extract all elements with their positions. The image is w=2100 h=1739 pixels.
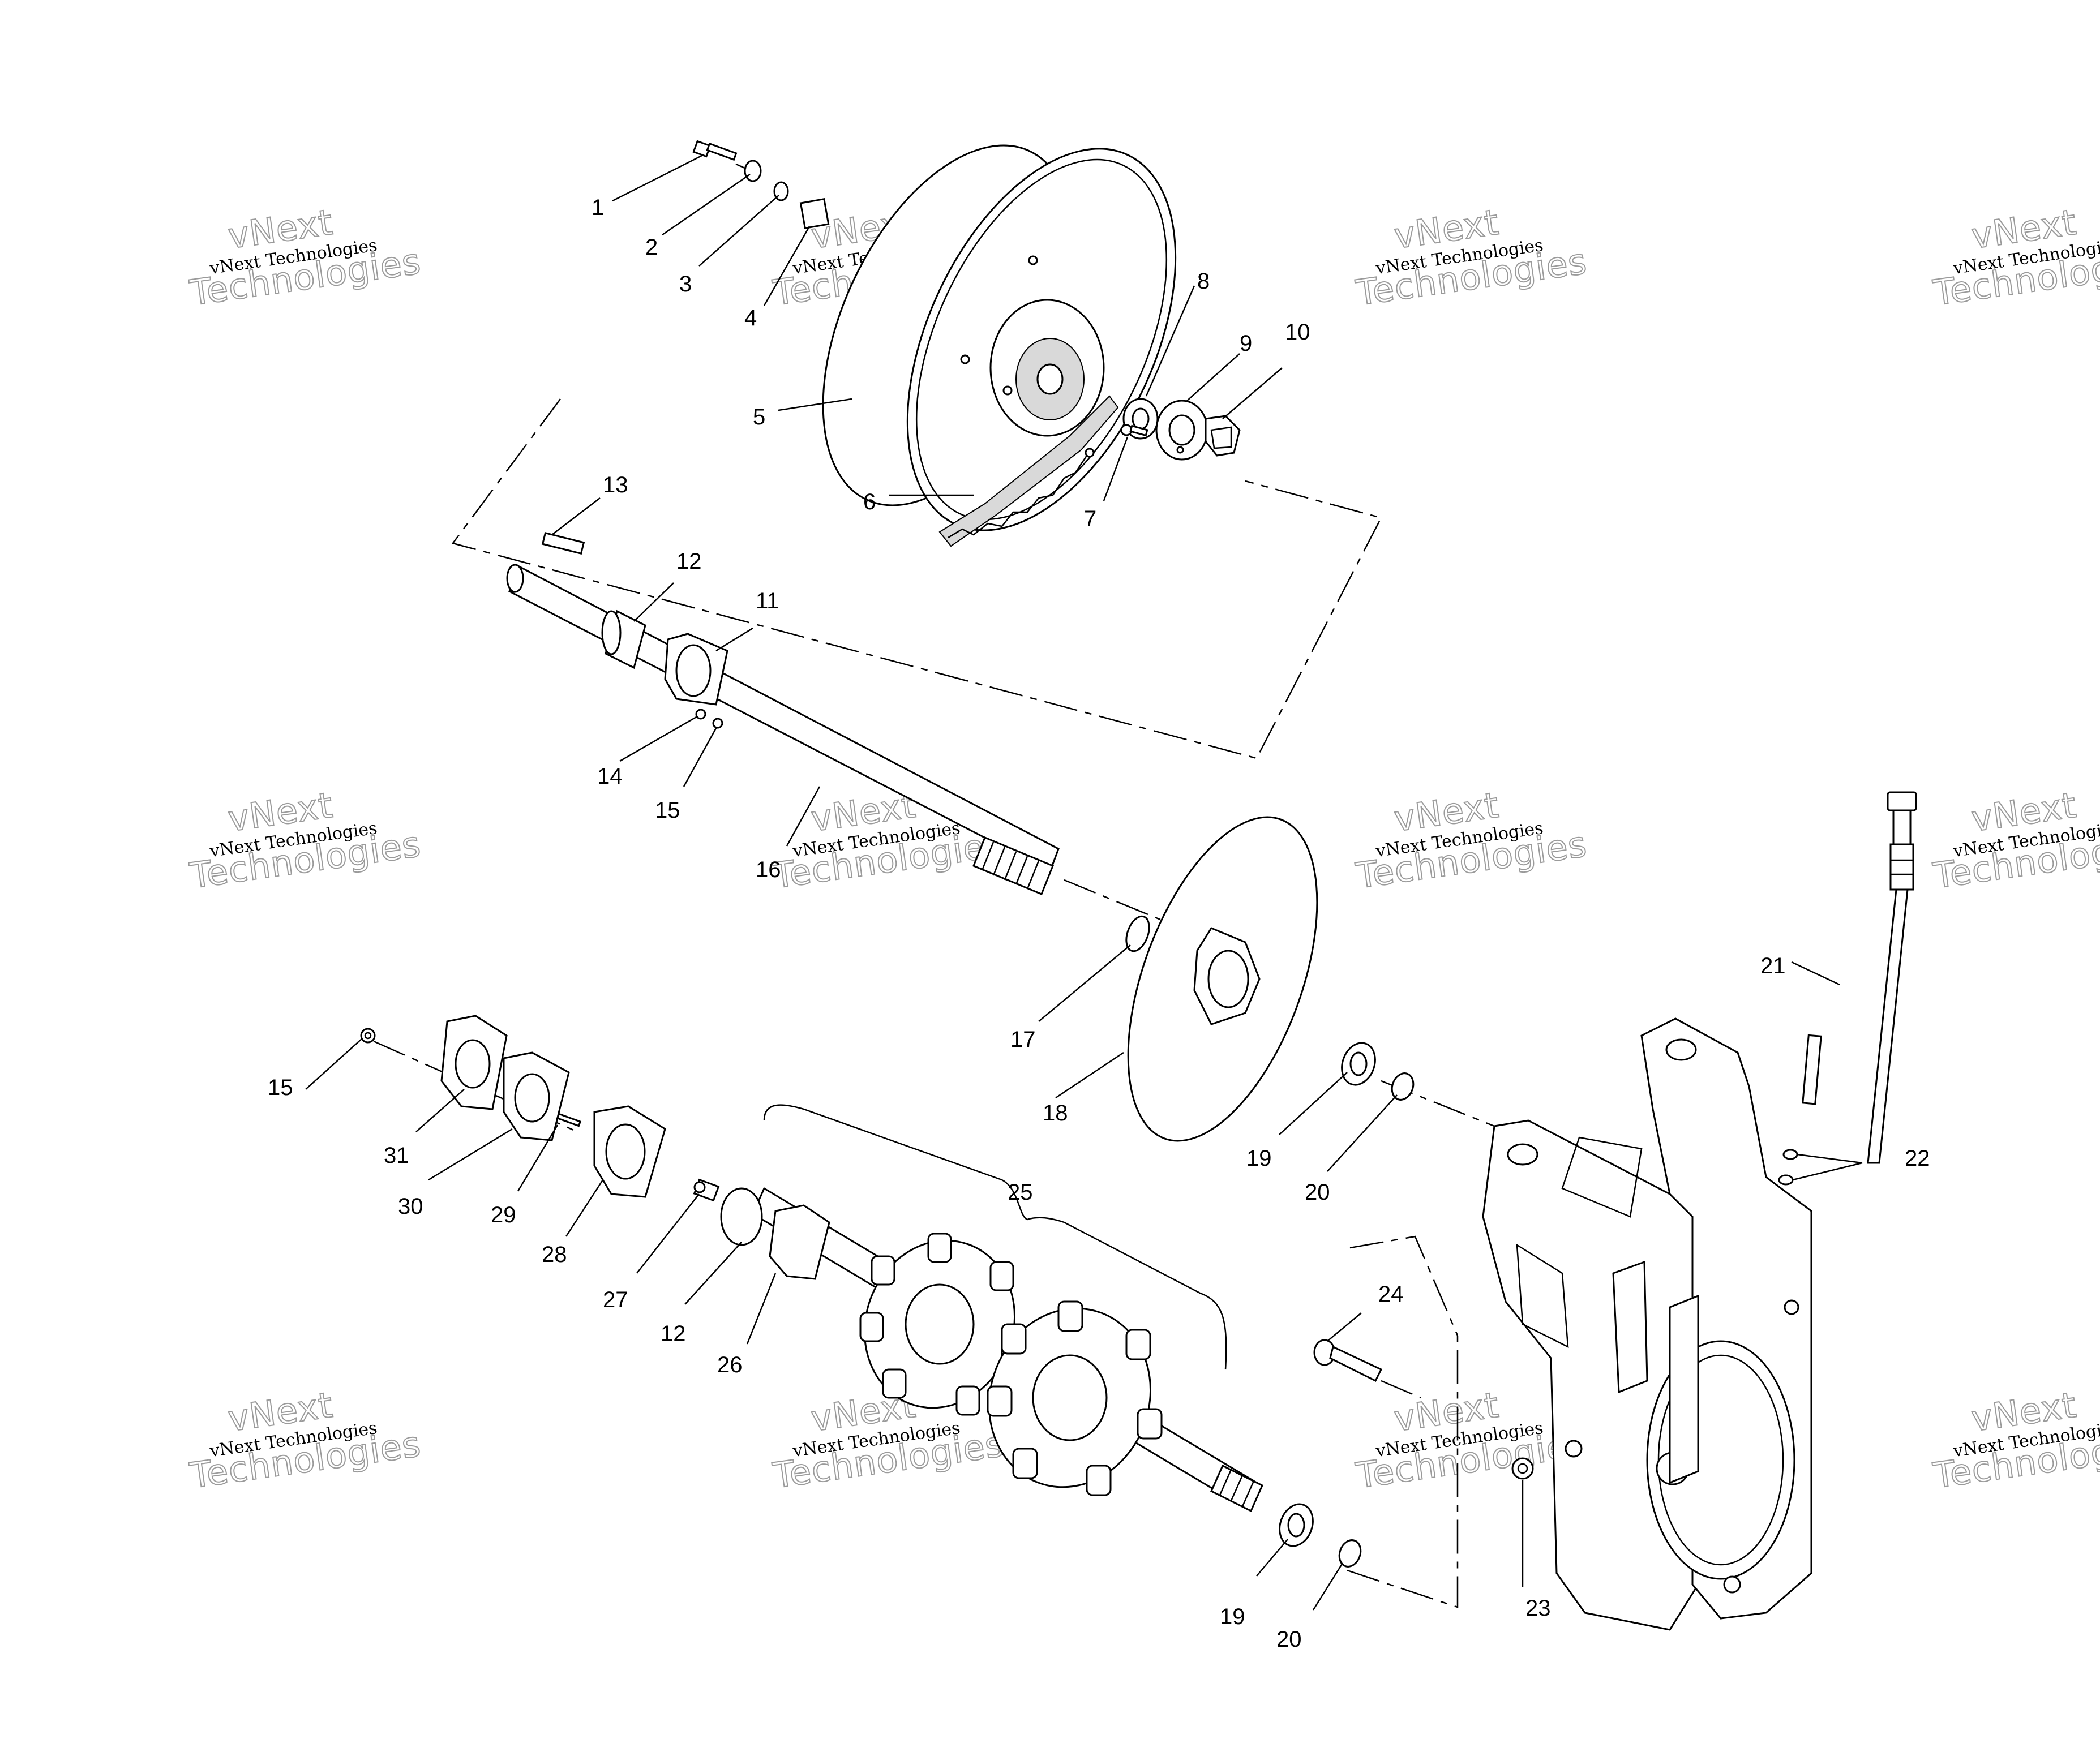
sprocket-b <box>987 1300 1163 1496</box>
callout-24: 24 <box>1378 1282 1404 1307</box>
washer-14 <box>695 709 706 720</box>
bearing-19-upper <box>1341 1042 1376 1086</box>
callout-18: 18 <box>1043 1101 1068 1126</box>
bracket-25 <box>763 1104 1227 1370</box>
o-ring-20-lower <box>1338 1539 1362 1568</box>
callout-7: 7 <box>1084 506 1096 531</box>
screw-7 <box>1120 424 1184 454</box>
callout-5: 5 <box>753 405 765 430</box>
callout-3: 3 <box>679 272 692 297</box>
callout-29: 29 <box>491 1203 516 1227</box>
bearing-12 <box>601 609 646 669</box>
watermark: vNext vNext Technologies Technologies <box>1353 201 1590 315</box>
callout-2: 2 <box>645 235 658 260</box>
drive-disc-18 <box>1127 816 1318 1142</box>
watermark: vNext vNext Technologies Technologies <box>187 784 424 898</box>
callout-1: 1 <box>592 195 604 220</box>
callout-13: 13 <box>603 473 628 497</box>
splined-end <box>972 836 1054 895</box>
callout-22: 22 <box>1905 1146 1930 1171</box>
nut-15-lower <box>360 1028 376 1044</box>
drive-chain <box>938 395 1119 547</box>
snap-ring-17 <box>1125 915 1150 952</box>
callout-28: 28 <box>542 1242 567 1267</box>
watermark: vNext vNext Technologies Technologies <box>770 784 1007 898</box>
callout-31: 31 <box>384 1143 409 1168</box>
callout-30: 30 <box>398 1194 423 1219</box>
bearing-19-lower <box>1279 1503 1314 1547</box>
washer-2 <box>744 160 762 182</box>
o-ring-22b <box>1778 1174 1794 1186</box>
bearing-flange-26 <box>720 1187 830 1280</box>
driven-pulley <box>822 144 1177 531</box>
fitting-27 <box>693 1178 720 1202</box>
callout-14: 14 <box>597 764 623 789</box>
callout-9: 9 <box>1240 331 1252 356</box>
watermark: vNext vNext Technologies Technologies <box>187 1384 424 1497</box>
callout-26: 26 <box>717 1352 743 1377</box>
callout-19: 19 <box>1246 1146 1272 1171</box>
callout-20: 20 <box>1305 1180 1330 1205</box>
watermark: vNext vNext Technologies Technologies <box>1930 1384 2100 1497</box>
callout-23: 23 <box>1525 1596 1551 1621</box>
drive-shaft-assembly-25 <box>720 1187 1263 1513</box>
pin-29 <box>556 1113 582 1127</box>
callout-6: 6 <box>863 490 876 514</box>
callout-21: 21 <box>1760 954 1786 978</box>
callout-25: 25 <box>1008 1180 1033 1205</box>
dipstick-21 <box>1802 791 1917 1164</box>
callout-16: 16 <box>756 857 781 882</box>
callout-12-lower: 12 <box>661 1321 686 1346</box>
callout-27: 27 <box>603 1287 628 1312</box>
callout-20-lower: 20 <box>1276 1627 1302 1652</box>
key-13 <box>541 532 585 555</box>
flange-11 <box>664 633 728 706</box>
flange-31 <box>440 1015 508 1110</box>
o-ring-22a <box>1782 1149 1798 1160</box>
callout-19-lower: 19 <box>1220 1604 1245 1629</box>
upper-shaft <box>506 532 1060 895</box>
callout-8: 8 <box>1197 269 1210 294</box>
cap-10 <box>1205 415 1241 457</box>
callout-10: 10 <box>1285 320 1310 345</box>
gasket-30 <box>503 1051 570 1141</box>
watermark: vNext vNext Technologies Technologies <box>1353 784 1590 898</box>
callout-17: 17 <box>1010 1027 1036 1052</box>
flange-28 <box>593 1105 666 1198</box>
watermark: vNext vNext Technologies Technologies <box>1930 784 2100 898</box>
nut-23 <box>1511 1457 1534 1480</box>
o-ring-20-upper <box>1391 1072 1415 1101</box>
callout-4: 4 <box>744 306 757 330</box>
leader-link <box>735 163 747 170</box>
bushing-4 <box>799 197 830 230</box>
bolt-24 <box>1313 1339 1383 1382</box>
watermark: vNext vNext Technologies Technologies <box>1930 201 2100 315</box>
callout-15: 15 <box>655 798 680 823</box>
callout-12: 12 <box>676 549 702 574</box>
flange-9 <box>1155 400 1208 461</box>
nut-15 <box>712 718 723 729</box>
callout-15-lower: 15 <box>268 1075 293 1100</box>
leader-lines <box>305 154 1863 1611</box>
chaincase-housing <box>1482 1017 1812 1631</box>
bolt-1 <box>692 140 738 161</box>
callout-labels: 1 2 3 4 5 6 7 8 9 10 11 12 13 14 15 16 1… <box>268 195 1930 1652</box>
watermark: vNext vNext Technologies Technologies <box>187 201 424 315</box>
splined-end-lower <box>1210 1464 1263 1513</box>
callout-11: 11 <box>756 589 779 613</box>
